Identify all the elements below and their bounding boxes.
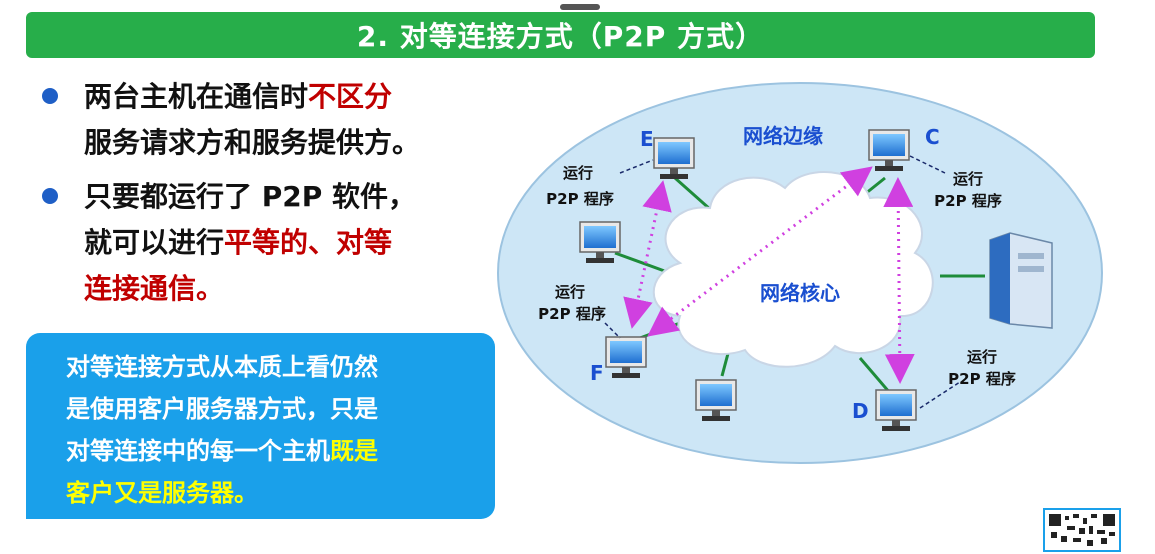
p2p-connections: [623, 166, 915, 384]
text-highlight: 既是: [330, 437, 378, 465]
bullet-list: 两台主机在通信时不区分 服务请求方和服务提供方。 只要都运行了 P2P 软件， …: [40, 74, 490, 320]
bullet-line: 两台主机在通信时不区分: [84, 74, 490, 120]
text-normal: 两台主机在通信时: [84, 80, 309, 113]
bullet-icon: [42, 188, 58, 204]
text-normal: 只要都运行了 P2P 软件，: [84, 180, 417, 213]
p2p-program-label: P2P 程序: [546, 190, 614, 208]
label-pointers: [604, 155, 961, 409]
p2p-run-label: 运行: [967, 348, 997, 366]
text-normal: 就可以进行: [84, 226, 225, 259]
text-highlight: 不区分: [308, 80, 393, 113]
bullet-line: 就可以进行平等的、对等: [84, 220, 490, 266]
top-handle: [560, 4, 600, 10]
p2p-labels: 运行 P2P 程序 运行 P2P 程序 运行 P2P 程序 运行 P2P 程序: [538, 164, 1016, 388]
p2p-program-label: P2P 程序: [934, 192, 1002, 210]
text-normal: 对等连接中的每一个主机: [66, 437, 330, 465]
page-title: 2. 对等连接方式（P2P 方式）: [356, 20, 765, 53]
node-e-label: E: [640, 127, 654, 151]
bullet-icon: [42, 88, 58, 104]
text-highlight: 连接通信。: [84, 272, 225, 305]
title-bar: 2. 对等连接方式（P2P 方式）: [26, 12, 1095, 58]
note-line-4: 客户又是服务器。: [66, 479, 258, 507]
qr-code-icon: [1043, 508, 1121, 552]
node-d-label: D: [852, 399, 869, 423]
node-f-label: F: [590, 361, 604, 385]
p2p-run-label: 运行: [953, 170, 983, 188]
p2p-program-label: P2P 程序: [948, 370, 1016, 388]
core-label: 网络核心: [760, 281, 840, 305]
p2p-network-diagram: 网络核心 网络边缘 E C F D 运行 P2P 程序 运行 P2P 程序 运行…: [497, 82, 1103, 464]
text-highlight: 平等的、对等: [224, 226, 393, 259]
p2p-run-label: 运行: [555, 283, 585, 301]
note-line-2: 是使用客户服务器方式，只是: [66, 395, 378, 423]
note-line-1: 对等连接方式从本质上看仍然: [66, 353, 378, 381]
bullet-item-1: 两台主机在通信时不区分 服务请求方和服务提供方。: [40, 74, 490, 166]
p2p-program-label: P2P 程序: [538, 305, 606, 323]
p2p-run-label: 运行: [563, 164, 593, 182]
bullet-item-2: 只要都运行了 P2P 软件， 就可以进行平等的、对等 连接通信。: [40, 174, 490, 312]
bullet-line: 连接通信。: [84, 266, 490, 312]
server-icon: [989, 232, 1053, 329]
edge-label: 网络边缘: [743, 124, 823, 148]
note-line-3: 对等连接中的每一个主机既是: [66, 431, 378, 471]
node-c-label: C: [925, 125, 940, 149]
text-normal: 服务请求方和服务提供方。: [84, 126, 421, 159]
note-box: 对等连接方式从本质上看仍然 是使用客户服务器方式，只是 对等连接中的每一个主机既…: [26, 333, 495, 519]
bullet-line: 服务请求方和服务提供方。: [84, 120, 490, 166]
bullet-line: 只要都运行了 P2P 软件，: [84, 174, 490, 220]
